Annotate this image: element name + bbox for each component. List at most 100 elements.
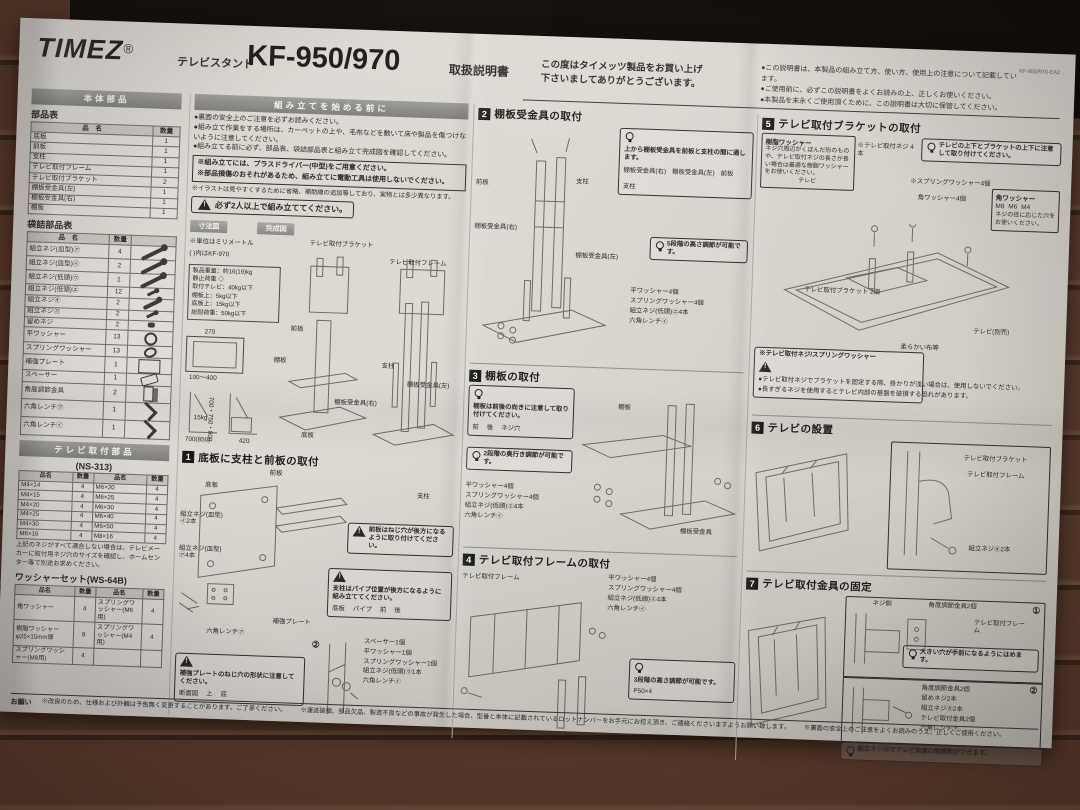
spacer-icon [139,373,159,387]
s1-warn2-label: 底板 [331,605,345,613]
s1-label-plate: 補強プレート [272,617,311,626]
brand-logo: TIMEZ® [37,32,134,66]
label-shelf-bracket-right: 棚板受金具(右) [334,398,377,408]
s5-washer-size: M4 [1021,203,1031,212]
dim-15kg: 15kg [193,413,208,422]
s1-label-hexkey-a: 六角レンチ㋐ [206,627,245,636]
bulb-icon [926,141,935,153]
plate-icon [138,358,161,374]
s1-label-column: 支柱 [416,492,430,501]
s7-step1-box: ① ネジ側 角度調節金具2個 テレビ取付フレーム 大きい穴が手前になるようにはめ… [842,595,1046,685]
washer-icon [143,332,158,346]
header-notes: ●この説明書は、本製品の組み立て方、使い方、使用上の注意について記載しています。… [760,64,1021,115]
section3-name: 棚板の取付 [484,370,541,385]
spec-line: 総耐荷重：50kg以下 [191,309,247,318]
body-parts-header: 本体部品 [31,88,182,110]
bulb-icon [624,131,633,143]
section3-diagram: 棚板は前後の向きに注意して取り付けてください。 前後ネジ穴 2段階の奥行き調節が… [463,384,742,552]
brand-text: TIMEZ [36,32,124,66]
section1-diagram: 前板 底板 支柱 組立ネジ(皿型)㋑2本 組立ネジ(皿型)㋐4本 補強プレート … [173,466,455,723]
warning-triangle-icon [180,655,193,666]
s5-washer-size: M8 [995,202,1005,211]
product-type: テレビスタンド [176,56,255,71]
scrw-m-icon [142,299,161,311]
s1-step2-mark: ② [311,639,321,650]
s3-tip1: 棚板は前後の向きに注意して取り付けてください。 前後ネジ穴 [467,384,575,439]
registered-mark: ® [123,41,134,57]
bulb-icon [908,648,917,660]
tv-screws-note: 上記のネジがすべて適合しない場合は、テレビメーカーに取付用ネジ穴のサイズを確認し… [15,540,161,569]
s5-label-square-washer: 角ワッシャー4個 [917,194,967,203]
label-shelf-bracket-left: 棚板受金具(左) [406,381,450,390]
s1-warn3-label: 上 [205,691,213,699]
warning-triangle-icon [353,525,366,536]
s2-tip1: 上から棚板受金具を前板と支柱の間に通します。 棚板受金具(右)棚板受金具(左)前… [617,127,754,199]
s2-tip2: 5段階の高さ調節が可能です。 [649,236,749,263]
scrw-s-icon [145,311,157,319]
s3-hw-label: 六角レンチ㋑ [464,511,503,520]
s3-tip1-label: 後 [486,423,494,432]
s2-hardware-labels: 平ワッシャー4個スプリングワッシャー4個組立ネジ(低頭)㋓4本六角レンチ㋑ [629,286,704,328]
s2-tip1-label: 棚板受金具(右) [623,166,667,176]
section3-number: 3 [469,369,482,382]
warning-triangle-icon [759,361,772,372]
scrw-l-icon [139,273,165,289]
section1-name: 底板に支柱と前板の取付 [197,451,320,469]
s7-step2-box: ② 角度調節金具2個留めネジ2本組立ネジ㋕2本テレビ取付金具2個六角レンチ㋐ [840,675,1043,751]
label-shelf: 棚板 [273,356,287,364]
kf970-note: ( )内はKF-970 [189,249,230,258]
s7-step1-mark: ① [1032,605,1041,616]
section7-sketch-left [747,616,827,726]
s6-detail-box: テレビ取付ブラケット テレビ取付フレーム 組立ネジ㋔2本 [886,441,1052,575]
hexkey-icon [137,419,158,440]
s3-tip1-label: 前 [472,423,479,431]
s7-label-angle-bracket1: 角度調節金具2個 [928,601,977,611]
s1-warn2-label: パイプ [352,606,373,614]
section6-sketch-detail [903,451,957,556]
completed-figure-sketch [278,256,455,446]
bulb-icon [471,450,480,462]
s5-warning-box: ※テレビ取付ネジ/スプリングワッシャー ●テレビ取付ネジでブラケットを固定する際… [752,346,1024,404]
scrw-s-icon [146,289,158,297]
middle-column: 2 棚板受金具の取付 前板 支柱 棚板受金具(右) 棚板受金具(左) [451,103,754,749]
dim-100-400: 100～400 [188,373,217,382]
s7-step1-tip: 大きい穴が手前になるようにはめます。 [902,644,1039,673]
doc-code: KF-950/970-EA2 [1019,68,1061,77]
s1-label-base-board: 底板 [205,481,219,489]
side-view-figures [188,391,258,435]
s4-label-frame: テレビ取付フレーム [462,572,520,582]
s2-tip1-label: 前板 [720,169,734,178]
section5-sketch [783,220,1011,331]
s6-label-frame: テレビ取付フレーム [966,471,1025,481]
grub-icon [147,322,155,328]
s4-tip: 3段階の高さ調節が可能です。 P50×4 [628,658,736,703]
footer-note: ※改良のため、仕様および外観は予告無く変更することがあります。ご了承ください。 [41,697,287,714]
section4-number: 4 [462,553,476,566]
before-assembly-column: 組み立てを始める前に ●裏面の安全上のご注意を必ずお読みください。●組み立て作業… [168,93,469,724]
greeting: この度はタイメッツ製品をお買い上げ 下さいましてありがとうございます。 [540,58,751,93]
section5-number: 5 [761,117,775,130]
swasher-icon [142,345,158,359]
hexkey-icon [137,401,158,422]
s5-washer-size: M6 [1008,203,1018,211]
right-column: 5 テレビ取付ブラケットの取付 樹脂ワッシャー ネジ穴周辺がくぼんだ形のものや、… [734,113,1063,771]
section3-sketch [581,403,737,530]
s2-tip1-label: 支柱 [622,182,636,190]
s2-label-column: 支柱 [575,178,589,186]
label-column: 支柱 [381,362,395,370]
s6-label-screw-o: 組立ネジ㋔2本 [968,545,1011,554]
unit-note: ※単位はミリメートル [189,237,254,247]
s1-label-screw-b: 組立ネジ(皿型)㋑2本 [179,510,223,526]
section7-step1-sketch [853,613,927,664]
bulb-icon [634,662,643,674]
s2-label-bracket-right: 棚板受金具(右) [474,222,518,232]
section2-number: 2 [478,107,491,120]
